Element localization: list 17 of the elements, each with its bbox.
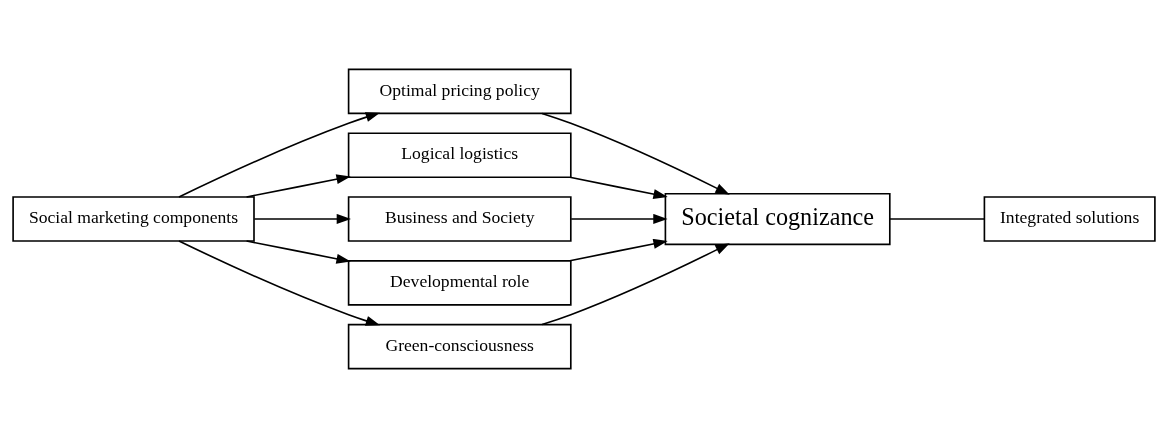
arrow [178, 112, 381, 198]
node-box: Optimal pricing policy [347, 68, 572, 115]
node-box: Societal cognizance [664, 192, 891, 246]
connector [889, 218, 985, 220]
node-box: Social marketing components [12, 196, 255, 242]
arrow [570, 214, 668, 224]
arrow [245, 240, 351, 264]
node-box: Logical logistics [347, 132, 572, 179]
node-box: Integrated solutions [983, 196, 1156, 242]
arrow [178, 240, 381, 326]
arrow [245, 174, 351, 198]
arrow [569, 176, 668, 200]
node-box: Business and Society [347, 196, 572, 242]
node-box: Developmental role [347, 259, 572, 306]
node-box: Green-consciousness [347, 323, 572, 370]
arrow [253, 214, 351, 224]
arrow [569, 238, 668, 262]
